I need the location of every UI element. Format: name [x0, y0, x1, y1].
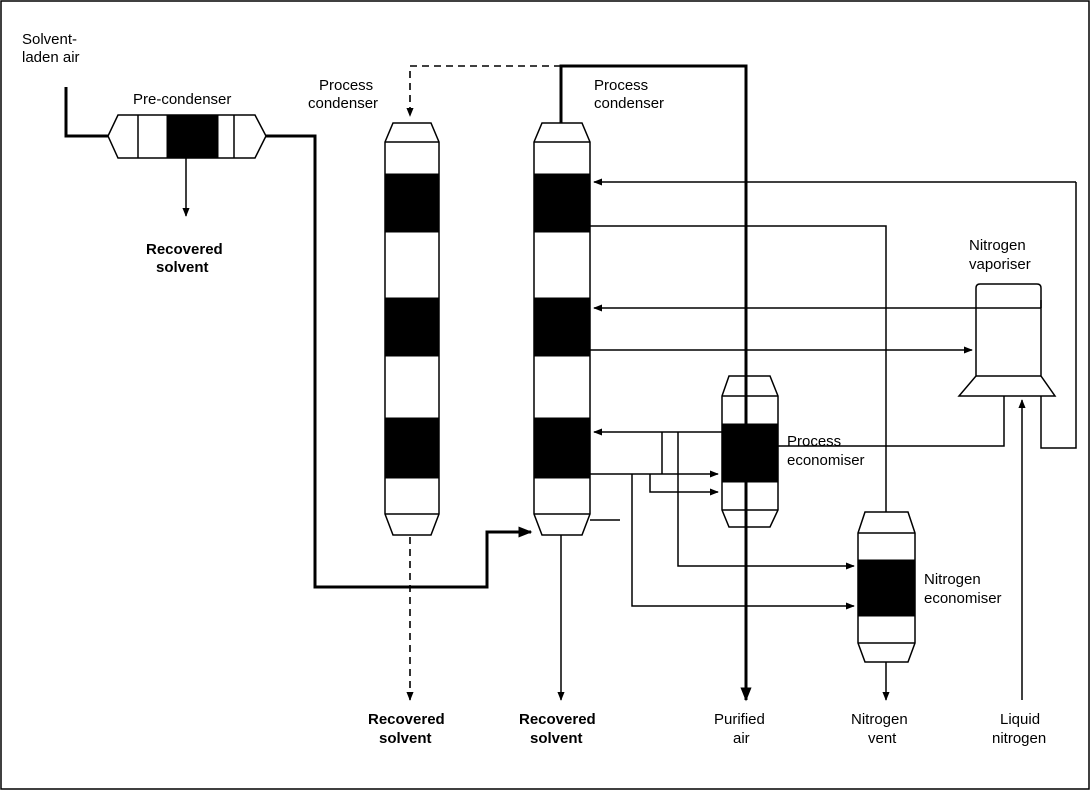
process-economiser-vessel: [721, 375, 779, 528]
label-nitrogen-vent-1: Nitrogen: [851, 711, 908, 728]
nitrogen-economiser-vessel: [857, 511, 916, 663]
nitrogen-vaporiser-vessel: [957, 283, 1057, 397]
label-recovered-solvent-2b: solvent: [379, 730, 432, 747]
process-condenser-left-vessel: [384, 122, 440, 536]
vaporiser-to-economiser-line: [778, 396, 1005, 447]
label-nitrogen-vent-2: vent: [868, 730, 897, 747]
label-process-condenser-left-2: condenser: [308, 95, 378, 112]
label-nitrogen-economiser-2: economiser: [924, 590, 1002, 607]
label-nitrogen-vaporiser-2: vaporiser: [969, 256, 1031, 273]
label-process-economiser-2: economiser: [787, 452, 865, 469]
label-recovered-solvent-1a: Recovered: [146, 241, 223, 258]
label-process-economiser-1: Process: [787, 433, 841, 450]
label-liquid-nitrogen-1: Liquid: [1000, 711, 1040, 728]
pre-condenser-vessel: [107, 114, 267, 159]
label-pre-condenser: Pre-condenser: [133, 91, 231, 108]
label-liquid-nitrogen-2: nitrogen: [992, 730, 1046, 747]
label-solvent-laden-air-1: Solvent-: [22, 31, 77, 48]
arrow-to-nitrogen-economiser-bottom: [631, 474, 855, 610]
arrow-to-process-economiser-2: [649, 474, 719, 496]
solvent-laden-air-line: [64, 87, 108, 138]
vaporiser-return-loop: [1040, 182, 1077, 449]
label-nitrogen-vaporiser-1: Nitrogen: [969, 237, 1026, 254]
arrow-to-nitrogen-economiser-top: [677, 432, 855, 570]
process-condenser-right-vessel: [533, 122, 591, 536]
label-process-condenser-right-1: Process: [594, 77, 648, 94]
label-process-condenser-left-1: Process: [319, 77, 373, 94]
label-process-condenser-right-2: condenser: [594, 95, 664, 112]
label-purified-air-1: Purified: [714, 711, 765, 728]
nitrogen-vent-supply-line: [590, 225, 887, 512]
feed-line-to-condenser: [266, 134, 533, 589]
label-recovered-solvent-3a: Recovered: [519, 711, 596, 728]
label-purified-air-2: air: [733, 730, 750, 747]
label-recovered-solvent-1b: solvent: [156, 259, 209, 276]
label-recovered-solvent-2a: Recovered: [368, 711, 445, 728]
label-recovered-solvent-3b: solvent: [530, 730, 583, 747]
dashed-switch-line: [406, 65, 561, 117]
purified-air-line: [559, 64, 752, 702]
label-nitrogen-economiser-1: Nitrogen: [924, 571, 981, 588]
label-solvent-laden-air-2: laden air: [22, 49, 80, 66]
